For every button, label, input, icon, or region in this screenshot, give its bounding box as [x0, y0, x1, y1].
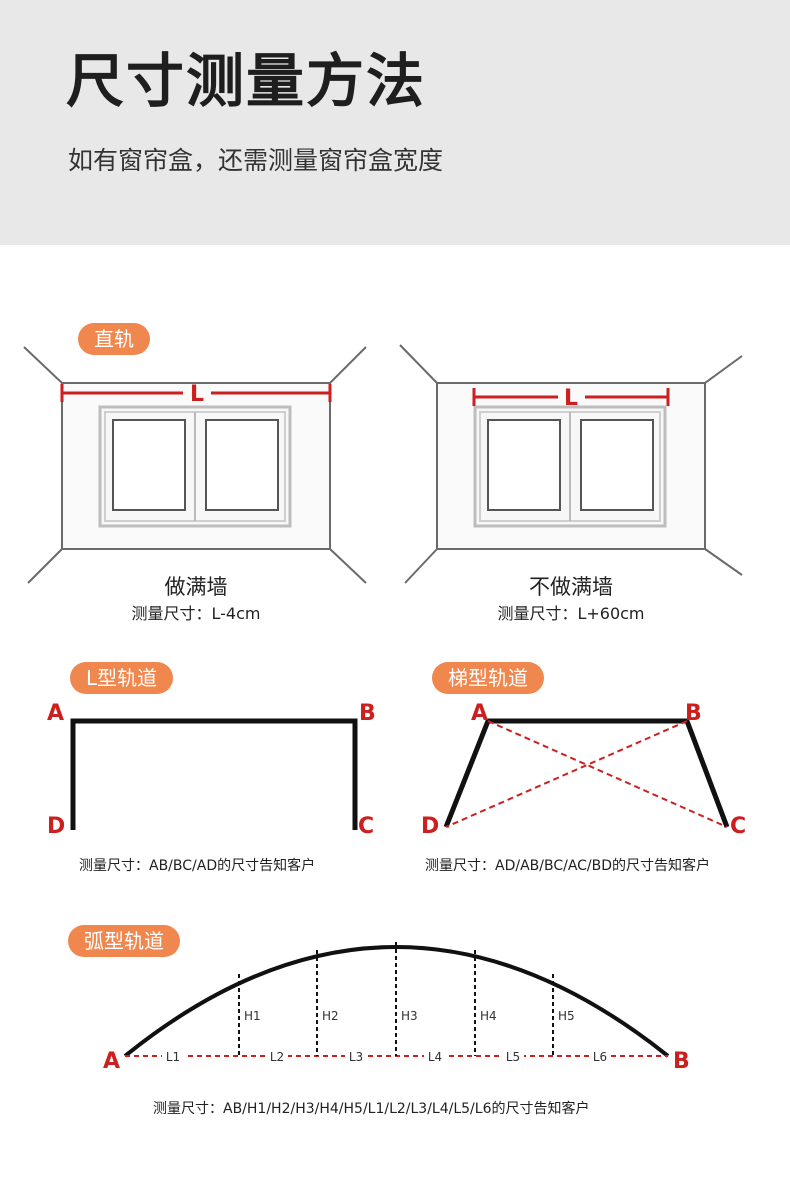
page-title: 尺寸测量方法 [66, 47, 427, 115]
room-partial-wall [399, 344, 743, 584]
measure-partial-wall: 测量尺寸：L+60cm [497, 604, 645, 623]
dimension-label-partial: L [564, 386, 578, 411]
arc-length-l1: L1 [166, 1050, 180, 1064]
window-frame-left [98, 405, 292, 528]
l-track-point-d: D [47, 814, 65, 839]
arc-height-h4: H4 [480, 1009, 497, 1023]
arc-track-tag: 弧型轨道 [68, 925, 180, 957]
arc-point-a: A [103, 1049, 120, 1074]
header-banner: 尺寸测量方法 如有窗帘盒，还需测量窗帘盒宽度 [0, 0, 790, 245]
trapezoid-point-d: D [421, 814, 439, 839]
arc-length-labels [162, 1048, 611, 1064]
trapezoid-track-tag: 梯型轨道 [432, 662, 544, 694]
trapezoid-point-b: B [685, 701, 702, 726]
measure-full-wall: 测量尺寸：L-4cm [131, 604, 261, 623]
l-track-diagram [70, 718, 358, 830]
page-subtitle: 如有窗帘盒，还需测量窗帘盒宽度 [68, 146, 444, 175]
arc-height-h3: H3 [401, 1009, 418, 1023]
dimension-line-partial [472, 388, 670, 406]
window-frame-right [473, 405, 667, 528]
arc-length-l5: L5 [506, 1050, 520, 1064]
arc-length-l2: L2 [270, 1050, 284, 1064]
straight-track-tag: 直轨 [78, 323, 150, 355]
dimension-line-full [60, 384, 332, 402]
arc-length-l3: L3 [349, 1050, 363, 1064]
dimension-label-full: L [190, 382, 204, 407]
room-full-wall [23, 346, 367, 584]
arc-length-l4: L4 [428, 1050, 442, 1064]
arc-length-l6: L6 [593, 1050, 607, 1064]
l-track-point-c: C [358, 814, 374, 839]
arc-track-diagram [123, 942, 670, 1058]
l-track-measure-note: 测量尺寸：AB/BC/AD的尺寸告知客户 [79, 858, 316, 874]
l-track-tag: L型轨道 [70, 662, 174, 694]
trapezoid-measure-note: 测量尺寸：AD/AB/BC/AC/BD的尺寸告知客户 [425, 858, 711, 874]
l-track-point-a: A [47, 701, 64, 726]
arc-height-h5: H5 [558, 1009, 575, 1023]
arc-measure-note: 测量尺寸：AB/H1/H2/H3/H4/H5/L1/L2/L3/L4/L5/L6… [153, 1101, 590, 1117]
arc-height-labels [242, 1007, 580, 1023]
arc-point-b: B [673, 1049, 690, 1074]
l-track-point-b: B [359, 701, 376, 726]
trapezoid-point-c: C [730, 814, 746, 839]
arc-height-h2: H2 [322, 1009, 339, 1023]
trapezoid-track-diagram [443, 718, 730, 828]
arc-height-h1: H1 [244, 1009, 261, 1023]
caption-full-wall: 做满墙 [164, 575, 228, 599]
trapezoid-point-a: A [471, 701, 488, 726]
caption-partial-wall: 不做满墙 [529, 575, 613, 599]
